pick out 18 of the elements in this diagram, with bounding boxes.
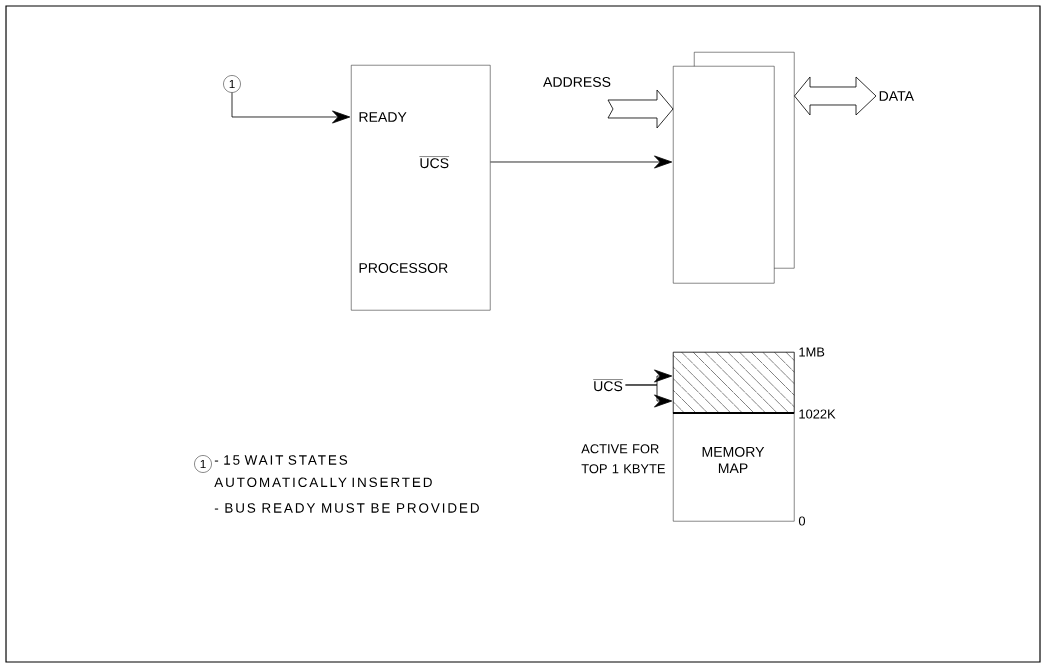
processor-box: READY UCS PROCESSOR xyxy=(351,65,491,311)
arrow xyxy=(490,155,673,169)
memory-chip-box xyxy=(673,66,775,284)
address-label: 0 xyxy=(798,516,806,526)
address-label: 1022K xyxy=(799,409,836,419)
note-text: - BUS READY MUST BE PROVIDED xyxy=(214,503,479,513)
arrow xyxy=(231,92,351,124)
bus-arrow xyxy=(607,89,674,129)
memory-map-box: MEMORY MAP xyxy=(673,352,795,522)
hatched-region xyxy=(672,352,795,414)
arrow xyxy=(625,384,673,408)
address-label: 1MB xyxy=(799,347,825,357)
bus-label: DATA xyxy=(879,91,914,101)
annotation-text: ACTIVE FOR TOP 1 KBYTE xyxy=(581,444,665,474)
note-text: - 15 WAIT STATES AUTOMATICALLY INSERTED xyxy=(214,455,432,487)
edge-label: ADDRESS xyxy=(541,75,613,89)
bus-arrow xyxy=(794,76,877,116)
signal-label: UCS xyxy=(592,379,624,392)
